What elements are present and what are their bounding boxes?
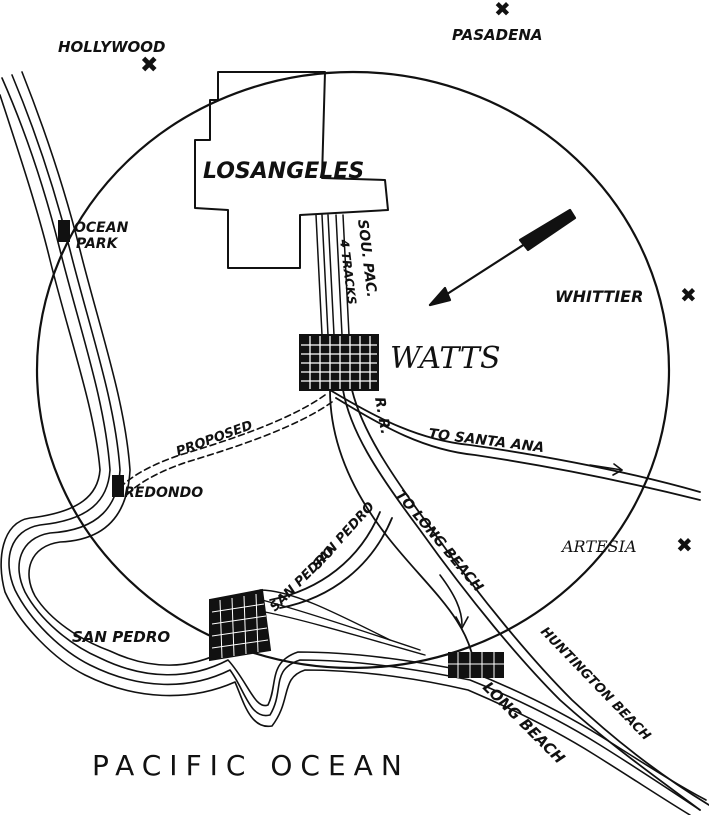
label-san-pedro-city: SAN PEDRO <box>72 628 170 646</box>
los-angeles-outline <box>194 71 389 269</box>
hollywood-marker-icon: ✖ <box>140 53 158 78</box>
san-pedro-harbor-grid <box>209 588 272 662</box>
coastline <box>0 71 707 815</box>
label-pacific-ocean: PACIFIC OCEAN <box>92 749 410 782</box>
label-to-santa-ana: TO SANTA ANA <box>428 426 546 456</box>
radius-circle <box>35 70 671 670</box>
label-whittier: WHITTIER <box>555 287 643 306</box>
label-long-beach: LONG BEACH <box>479 678 569 768</box>
label-to-long-beach: TO LONG BEACH <box>392 487 486 595</box>
watts-grid <box>299 334 379 391</box>
pasadena-marker-icon: ✖ <box>494 0 511 21</box>
label-hollywood: HOLLYWOOD <box>58 38 165 56</box>
artesia-marker-icon: ✖ <box>676 533 693 557</box>
redondo-marker <box>112 475 124 497</box>
label-ocean-park-2: PARK <box>76 236 119 252</box>
label-rr: R. R. <box>371 396 393 436</box>
town-marker-icons: ✖ ✖ ✖ ✖ <box>140 0 697 557</box>
ocean-park-marker <box>58 220 70 242</box>
whittier-marker-icon: ✖ <box>680 283 697 307</box>
label-sou-pac: SOU. PAC. <box>354 219 379 299</box>
label-proposed: PROPOSED <box>174 418 255 460</box>
label-watts: WATTS <box>390 341 501 376</box>
san-pedro-branch <box>269 511 393 609</box>
label-huntington-beach: HUNTINGTON BEACH <box>537 624 653 744</box>
small-arrows <box>439 463 623 629</box>
sou-pac-tracks <box>315 214 350 336</box>
label-san-pedro-harbor: SAN PEDRO <box>267 544 338 615</box>
label-los-angeles: LOSANGELES <box>203 159 364 184</box>
proposed-line <box>117 394 333 498</box>
compass-arrow-icon <box>428 208 577 307</box>
long-beach-block <box>448 652 504 678</box>
label-ocean-park-1: OCEAN <box>74 220 129 236</box>
label-redondo: REDONDO <box>124 485 203 501</box>
label-artesia: ARTESIA <box>560 537 637 556</box>
harbor-channels <box>259 589 426 656</box>
label-pasadena: PASADENA <box>452 26 543 44</box>
